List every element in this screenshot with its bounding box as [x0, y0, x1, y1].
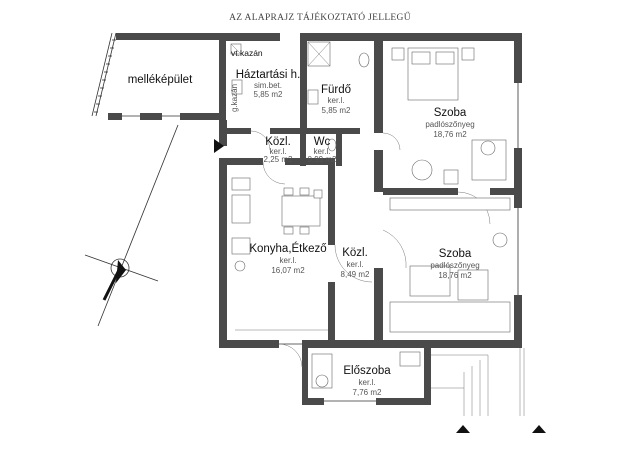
room-name: Háztartási h. — [236, 69, 301, 81]
room-area: 5,85 m2 — [254, 90, 283, 99]
annex-building: melléképület — [91, 32, 226, 120]
room-material: sim.bet. — [254, 81, 282, 90]
room-material: ker.l. — [347, 260, 364, 269]
plan-title: AZ ALAPRAJZ TÁJÉKOZTATÓ JELLEGŰ — [229, 11, 411, 23]
room-material: ker.l. — [314, 147, 331, 156]
room-haztartasi: Háztartási h. sim.bet. 5,85 m2 — [236, 69, 301, 99]
room-area: 18,76 m2 — [438, 271, 472, 280]
room-furdo: Fürdő ker.l. 5,85 m2 — [321, 84, 351, 115]
room-area: 2,25 m2 — [264, 155, 293, 164]
room-wc: Wc ker.l. 0,99 m2 — [308, 136, 337, 164]
furniture — [230, 41, 511, 389]
room-name: Szoba — [439, 248, 472, 260]
room-kozl-2: Közl. ker.l. 8,49 m2 — [341, 247, 370, 279]
room-name: Közl. — [342, 247, 368, 259]
room-name: Wc — [314, 136, 331, 148]
boiler-label: vt.kazán — [231, 48, 263, 58]
room-area: 5,85 m2 — [322, 106, 351, 115]
north-arrow-icon — [84, 124, 179, 327]
room-area: 7,76 m2 — [353, 388, 382, 397]
building-walls — [219, 33, 525, 416]
room-material: ker.l. — [328, 96, 345, 105]
room-name: Közl. — [265, 136, 291, 148]
room-material: ker.l. — [280, 256, 297, 265]
room-material: ker.l. — [270, 147, 287, 156]
entrance-arrow-icon — [214, 139, 224, 153]
room-name: Fürdő — [321, 84, 351, 96]
room-material: ker.l. — [359, 378, 376, 387]
room-area: 0,99 m2 — [308, 155, 337, 164]
section-mark-icon-2 — [532, 425, 546, 433]
room-kozl-1: Közl. ker.l. 2,25 m2 — [264, 136, 293, 164]
gas-boiler-label: g.kazán — [230, 84, 239, 112]
room-area: 18,76 m2 — [433, 130, 467, 139]
annex-label: melléképület — [128, 74, 193, 86]
room-area: 16,07 m2 — [271, 266, 305, 275]
door-swings — [250, 130, 491, 368]
room-area: 8,49 m2 — [341, 270, 370, 279]
room-konyha: Konyha,Étkező ker.l. 16,07 m2 — [249, 242, 326, 275]
room-szoba-1: Szoba padlószőnyeg 18,76 m2 — [425, 107, 474, 139]
room-name: Konyha,Étkező — [249, 242, 326, 255]
room-name: Előszoba — [343, 365, 391, 377]
room-eloszoba: Előszoba ker.l. 7,76 m2 — [343, 365, 391, 397]
room-material: padlószőnyeg — [425, 120, 474, 129]
room-szoba-2: Szoba padlószőnyeg 18,76 m2 — [430, 248, 479, 280]
room-material: padlószőnyeg — [430, 261, 479, 270]
section-mark-icon — [456, 425, 470, 433]
room-name: Szoba — [434, 107, 467, 119]
